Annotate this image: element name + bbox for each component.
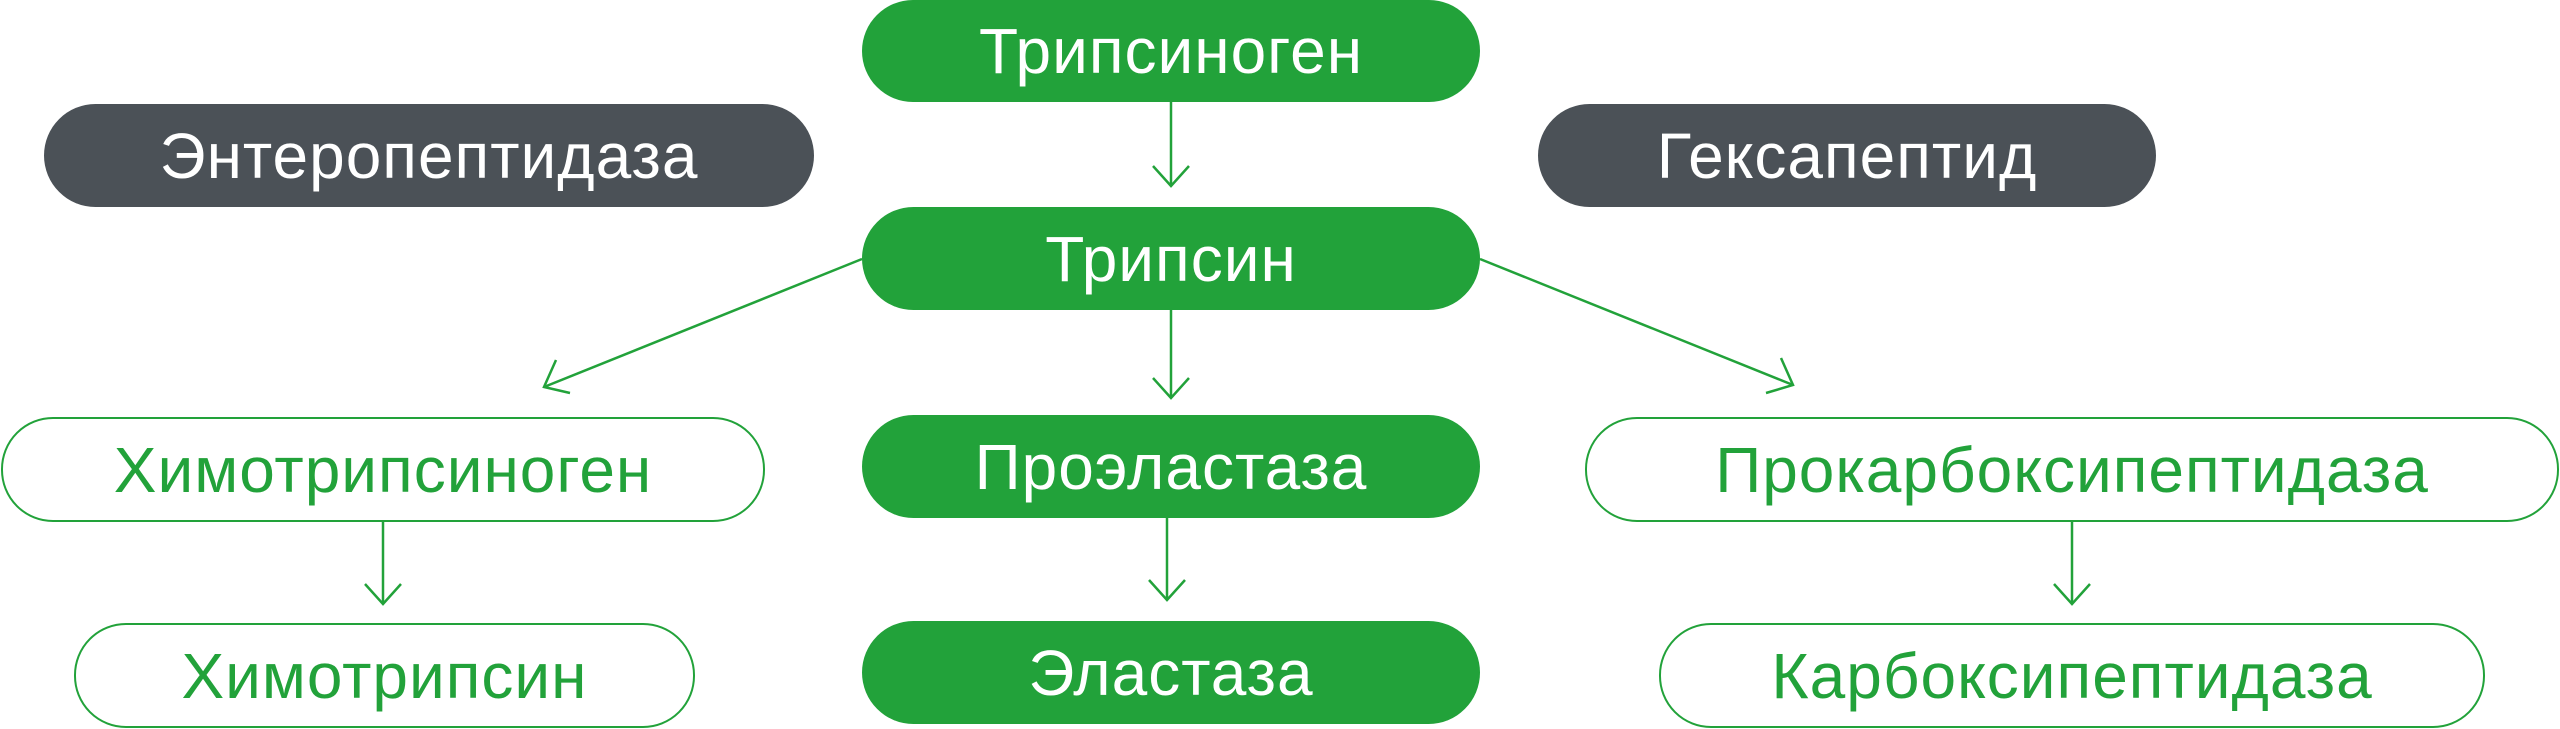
node-procarboxypeptidase-label: Прокарбоксипептидаза	[1715, 433, 2429, 506]
arrow-trypsin-to-chymotrypsinogen	[542, 257, 863, 395]
node-proelastase-label: Проэластаза	[974, 430, 1368, 503]
arrow-trypsin-to-proelastase	[1152, 310, 1190, 400]
node-elastase: Эластаза	[862, 621, 1480, 724]
node-chymotrypsinogen: Химотрипсиноген	[1, 417, 765, 522]
arrow-chymotrypsinogen-to-chymotrypsin	[364, 522, 402, 606]
node-proelastase: Проэластаза	[862, 415, 1480, 518]
node-hexapeptide: Гексапептид	[1538, 104, 2156, 207]
node-trypsin-label: Трипсин	[1045, 222, 1297, 295]
node-enteropeptidase: Энтеропептидаза	[44, 104, 814, 207]
node-chymotrypsin-label: Химотрипсин	[181, 639, 588, 712]
arrow-procarboxypeptidase-to-carboxypeptidase	[2053, 522, 2091, 606]
arrow-proelastase-to-elastase	[1148, 518, 1186, 602]
node-chymotrypsin: Химотрипсин	[74, 623, 695, 728]
node-carboxypeptidase: Карбоксипептидаза	[1659, 623, 2485, 728]
arrow-trypsinogen-to-trypsin	[1152, 102, 1190, 188]
node-trypsinogen: Трипсиноген	[862, 0, 1480, 102]
node-carboxypeptidase-label: Карбоксипептидаза	[1771, 639, 2373, 712]
node-chymotrypsinogen-label: Химотрипсиноген	[113, 433, 653, 506]
node-enteropeptidase-label: Энтеропептидаза	[159, 119, 699, 192]
node-trypsinogen-label: Трипсиноген	[978, 15, 1364, 87]
node-procarboxypeptidase: Прокарбоксипептидаза	[1585, 417, 2559, 522]
node-hexapeptide-label: Гексапептид	[1656, 119, 2038, 192]
node-trypsin: Трипсин	[862, 207, 1480, 310]
node-elastase-label: Эластаза	[1028, 636, 1314, 709]
arrow-trypsin-to-procarboxypeptidase	[1479, 257, 1795, 395]
